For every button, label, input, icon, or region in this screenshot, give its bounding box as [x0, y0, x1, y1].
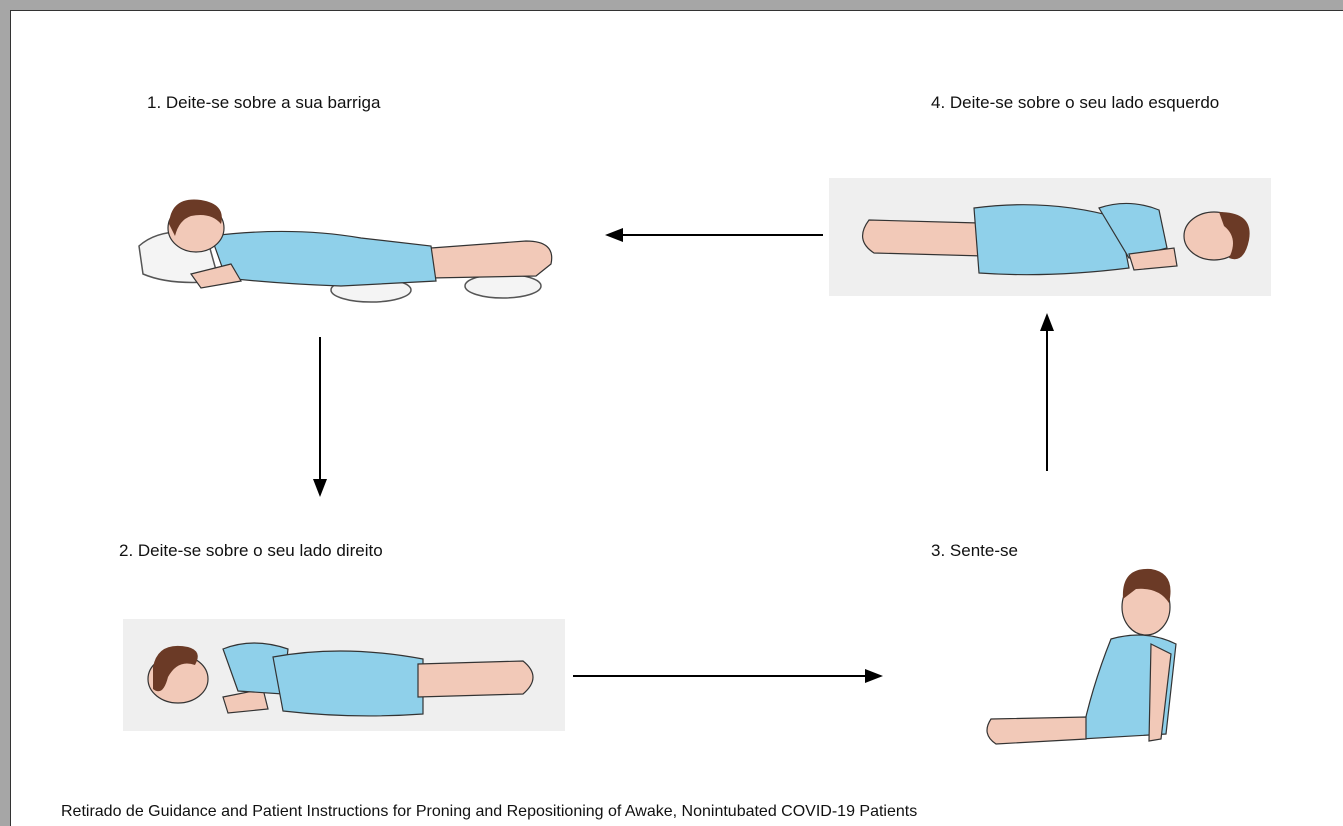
left-side-lying-figure [829, 178, 1271, 296]
step-4-label: 4. Deite-se sobre o seu lado esquerdo [931, 93, 1219, 113]
arrow-right [573, 665, 885, 687]
arrow-up [1036, 311, 1058, 473]
step-3-label: 3. Sente-se [931, 541, 1018, 561]
step-1-label: 1. Deite-se sobre a sua barriga [147, 93, 380, 113]
step-2-label: 2. Deite-se sobre o seu lado direito [119, 541, 383, 561]
arrow-left [603, 224, 825, 246]
prone-lying-figure [131, 186, 561, 306]
source-caption: Retirado de Guidance and Patient Instruc… [61, 803, 917, 821]
right-side-lying-figure [123, 619, 565, 731]
diagram-frame: 1. Deite-se sobre a sua barriga 4. Deite… [10, 10, 1343, 826]
arrow-down [309, 337, 331, 499]
sitting-figure [961, 559, 1191, 769]
